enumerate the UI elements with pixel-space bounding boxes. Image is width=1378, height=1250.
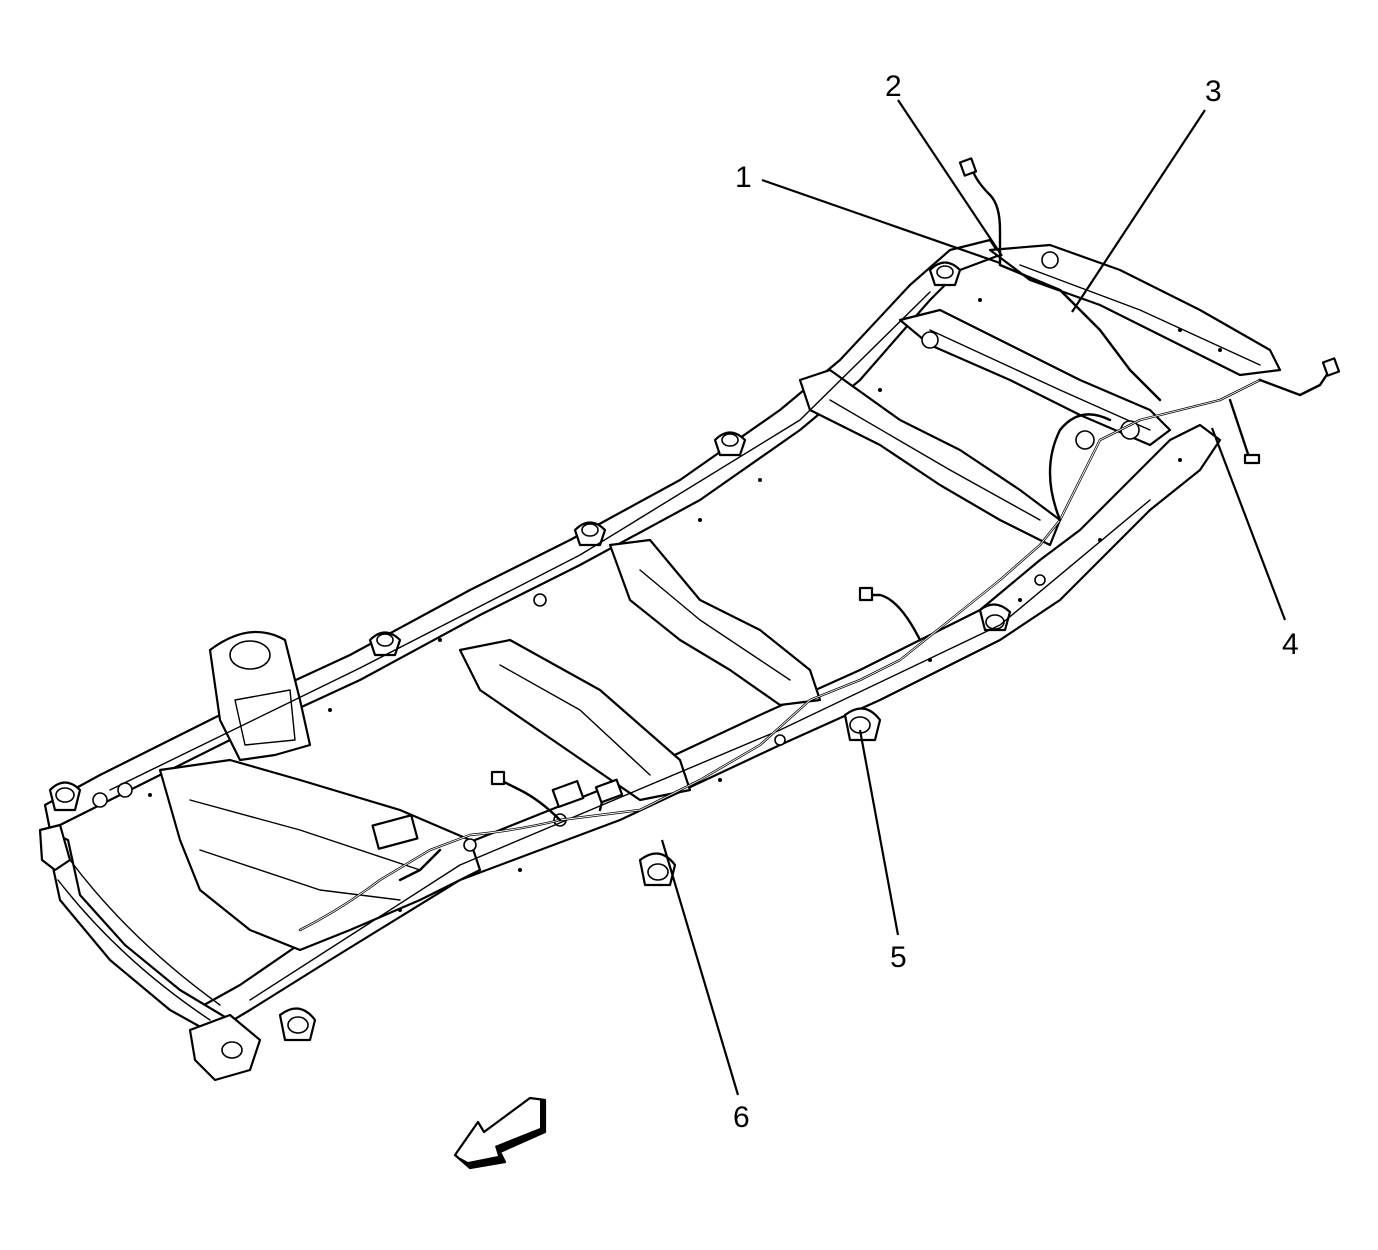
vehicle-frame (38, 238, 1282, 1082)
left-frame-rail (193, 423, 1222, 1042)
callout-6: 6 (733, 1101, 750, 1134)
leader-2 (897, 99, 1003, 257)
callout-labels: 1 2 3 4 5 6 (733, 70, 1299, 1134)
leader-4 (1210, 427, 1287, 621)
cross-member-2 (458, 638, 692, 802)
callout-1: 1 (735, 161, 752, 194)
cross-member-4 (798, 368, 1062, 547)
frame-wiring-harness (298, 157, 1341, 932)
leader-3 (1071, 109, 1206, 313)
callout-4: 4 (1282, 628, 1299, 661)
harness-connectors (371, 157, 1341, 850)
body-mount-brackets (48, 261, 1012, 1042)
callout-5: 5 (890, 941, 907, 974)
right-frame-rail (43, 238, 1002, 832)
rear-cross-member (898, 308, 1172, 447)
front-suspension-crossmember (158, 758, 482, 952)
front-right-frame-horn (38, 823, 72, 872)
front-direction-arrow-icon (453, 1096, 547, 1170)
leader-1 (761, 178, 1001, 265)
callout-leaders (660, 99, 1287, 1096)
callout-3: 3 (1205, 75, 1222, 108)
rear-end-cross-member (988, 243, 1282, 377)
leader-5 (858, 729, 900, 936)
frame-details (92, 251, 1222, 912)
cross-member-3 (608, 538, 822, 707)
callout-2: 2 (885, 70, 902, 103)
leader-6 (660, 839, 740, 1096)
